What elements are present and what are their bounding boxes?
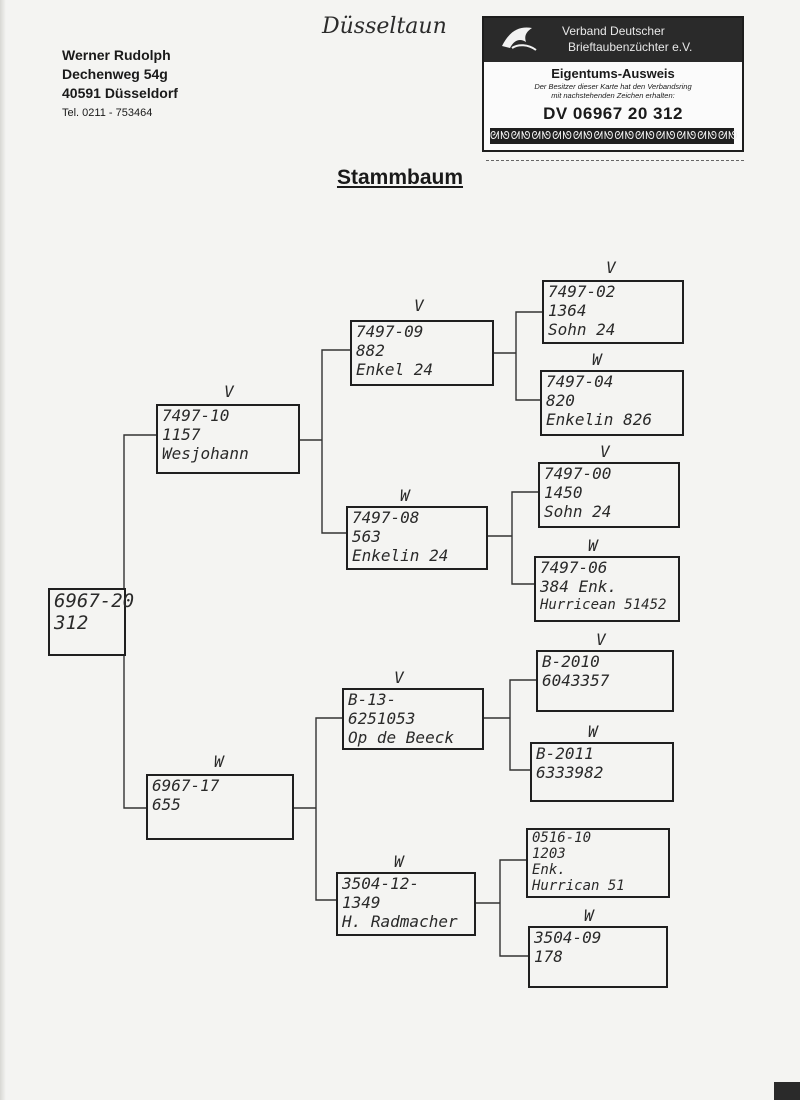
sire-sire-dam-ring-year: B-2011 bbox=[536, 744, 594, 763]
owner-address: Werner Rudolph Dechenweg 54g 40591 Düsse… bbox=[62, 46, 178, 123]
dam-sire-sire-note: Sohn 24 bbox=[548, 320, 616, 339]
dam-sire-note: Enkel 24 bbox=[356, 360, 434, 379]
sire-sire-sex: V bbox=[394, 668, 404, 687]
root-ring-year: 6967-20 bbox=[54, 590, 135, 612]
sire-sire-ring-year: B-13- bbox=[348, 690, 397, 709]
sire-dam-note: H. Radmacher bbox=[342, 912, 458, 931]
dam-dam-sire-ring-number: 1450 bbox=[544, 483, 583, 502]
sire-sire-ring-number: 6251053 bbox=[348, 709, 416, 728]
dam-sire-sex: V bbox=[414, 296, 424, 315]
dam-ring-number: 1157 bbox=[162, 425, 201, 444]
connector-root bbox=[123, 434, 158, 809]
dam-dam-sex: W bbox=[400, 486, 410, 505]
sire-dam-dam-ring-number: 178 bbox=[534, 947, 563, 966]
sire-dam-ring-number: 1349 bbox=[342, 893, 381, 912]
sire-dam-dam-ring-year: 3504-09 bbox=[534, 928, 602, 947]
owner-name: Werner Rudolph bbox=[62, 47, 171, 63]
dam-sire-sire-ring-number: 1364 bbox=[548, 301, 587, 320]
root-ring-number: 312 bbox=[54, 612, 89, 634]
handwritten-note: Düsseltaun bbox=[322, 14, 447, 39]
pedigree-box-sire-dam: 3504-12- 1349 H. Radmacher bbox=[336, 872, 476, 936]
dam-sire-dam-note: Enkelin 826 bbox=[546, 410, 652, 429]
dam-sire-dam-ring-year: 7497-04 bbox=[546, 372, 614, 391]
sire-sex: W bbox=[214, 752, 224, 771]
pedigree-box-sire-sire-dam: B-2011 6333982 bbox=[530, 742, 674, 802]
card-org-line1: Verband Deutscher bbox=[562, 24, 665, 38]
dam-ring-year: 7497-10 bbox=[162, 406, 230, 425]
dam-dam-dam-sex: W bbox=[588, 536, 598, 555]
sire-dam-ring-year: 3504-12- bbox=[342, 874, 420, 893]
card-title: Eigentums-Ausweis bbox=[551, 66, 675, 81]
sire-sire-sire-sex: V bbox=[596, 630, 606, 649]
dam-dam-dam-ring-number: 384 Enk. bbox=[540, 577, 618, 596]
pedigree-box-sire-sire: B-13- 6251053 Op de Beeck bbox=[342, 688, 484, 750]
card-header-band bbox=[484, 18, 742, 62]
owner-city: 40591 Düsseldorf bbox=[62, 85, 178, 101]
sire-dam-sire-ring-year: 0516-10 bbox=[532, 830, 592, 846]
ownership-card: Verband Deutscher Brieftaubenzüchter e.V… bbox=[482, 16, 744, 152]
dam-dam-sire-note: Sohn 24 bbox=[544, 502, 612, 521]
pedigree-box-dam-dam-dam: 7497-06 384 Enk. Hurricean 51452 bbox=[534, 556, 680, 622]
pedigree-box-dam-dam-sire: 7497-00 1450 Sohn 24 bbox=[538, 462, 680, 528]
card-text: Der Besitzer dieser Karte hat den Verban… bbox=[484, 82, 742, 100]
connector-dam bbox=[298, 349, 350, 534]
dam-sire-ring-number: 882 bbox=[356, 341, 385, 360]
sire-sire-dam-sex: W bbox=[588, 722, 598, 741]
dam-dam-dam-ring-year: 7497-06 bbox=[540, 558, 608, 577]
dam-sire-sire-sex: V bbox=[606, 258, 616, 277]
owner-phone: Tel. 0211 - 753464 bbox=[62, 107, 153, 119]
dam-dam-sire-sex: V bbox=[600, 442, 610, 461]
sire-dam-dam-sex: W bbox=[584, 906, 594, 925]
pedigree-box-dam-dam: 7497-08 563 Enkelin 24 bbox=[346, 506, 488, 570]
pedigree-box-sire-sire-sire: B-2010 6043357 bbox=[536, 650, 674, 712]
dam-sire-dam-ring-number: 820 bbox=[546, 391, 575, 410]
sire-dam-sire-note: Enk. bbox=[532, 862, 566, 878]
scan-edge bbox=[0, 0, 6, 1100]
pedigree-box-sire: 6967-17 655 bbox=[146, 774, 294, 840]
pedigree-box-sire-dam-sire: 0516-10 1203 Enk. Hurrican 51 bbox=[526, 828, 670, 898]
pedigree-box-sire-dam-dam: 3504-09 178 bbox=[528, 926, 668, 988]
dam-sire-ring-year: 7497-09 bbox=[356, 322, 424, 341]
pedigree-box-root: 6967-20 312 bbox=[48, 588, 135, 656]
connector-dam-dam bbox=[486, 491, 538, 585]
dam-dam-dam-note: Hurricean 51452 bbox=[540, 597, 667, 613]
sire-sire-sire-ring-number: 6043357 bbox=[542, 671, 610, 690]
dam-note: Wesjohann bbox=[162, 444, 249, 463]
pedigree-box-dam: 7497-10 1157 Wesjohann bbox=[156, 404, 300, 474]
dam-dam-sire-ring-year: 7497-00 bbox=[544, 464, 612, 483]
sire-ring-number: 655 bbox=[152, 795, 181, 814]
owner-street: Dechenweg 54g bbox=[62, 66, 168, 82]
sire-dam-sire-note2: Hurrican 51 bbox=[532, 878, 625, 894]
connector-dam-sire bbox=[492, 311, 542, 401]
sire-sire-dam-ring-number: 6333982 bbox=[536, 763, 604, 782]
sire-dam-sex: W bbox=[394, 852, 404, 871]
sire-ring-year: 6967-17 bbox=[152, 776, 220, 795]
dam-dam-ring-number: 563 bbox=[352, 527, 381, 546]
dam-sire-dam-sex: W bbox=[592, 350, 602, 369]
card-divider bbox=[486, 160, 744, 161]
sire-dam-sire-ring-number: 1203 bbox=[532, 846, 566, 862]
dam-sex: V bbox=[224, 382, 234, 401]
card-text-line2: mit nachstehenden Zeichen erhalten: bbox=[551, 91, 675, 100]
sire-sire-note: Op de Beeck bbox=[348, 728, 454, 747]
card-text-line1: Der Besitzer dieser Karte hat den Verban… bbox=[534, 82, 692, 91]
connector-sire-sire bbox=[482, 679, 536, 771]
dam-sire-sire-ring-year: 7497-02 bbox=[548, 282, 616, 301]
scan-corner-mark bbox=[774, 1082, 800, 1100]
pedigree-box-dam-sire-sire: 7497-02 1364 Sohn 24 bbox=[542, 280, 684, 344]
dam-dam-ring-year: 7497-08 bbox=[352, 508, 420, 527]
dam-dam-note: Enkelin 24 bbox=[352, 546, 449, 565]
connector-sire-dam bbox=[474, 859, 528, 957]
page-title: Stammbaum bbox=[336, 166, 464, 189]
pedigree-box-dam-sire-dam: 7497-04 820 Enkelin 826 bbox=[540, 370, 684, 436]
sire-sire-sire-ring-year: B-2010 bbox=[542, 652, 600, 671]
card-ring-pattern: ᘛᘚᘛᘚᘛᘚᘛᘚᘛᘚᘛᘚᘛᘚᘛᘚᘛᘚᘛᘚᘛᘚᘛᘚ bbox=[490, 128, 739, 144]
card-org-line2: Brieftaubenzüchter e.V. bbox=[568, 40, 693, 54]
pedigree-box-dam-sire: 7497-09 882 Enkel 24 bbox=[350, 320, 494, 386]
ring-number: DV 06967 20 312 bbox=[543, 104, 683, 123]
connector-sire bbox=[292, 717, 344, 901]
dove-logo-icon bbox=[502, 27, 537, 51]
